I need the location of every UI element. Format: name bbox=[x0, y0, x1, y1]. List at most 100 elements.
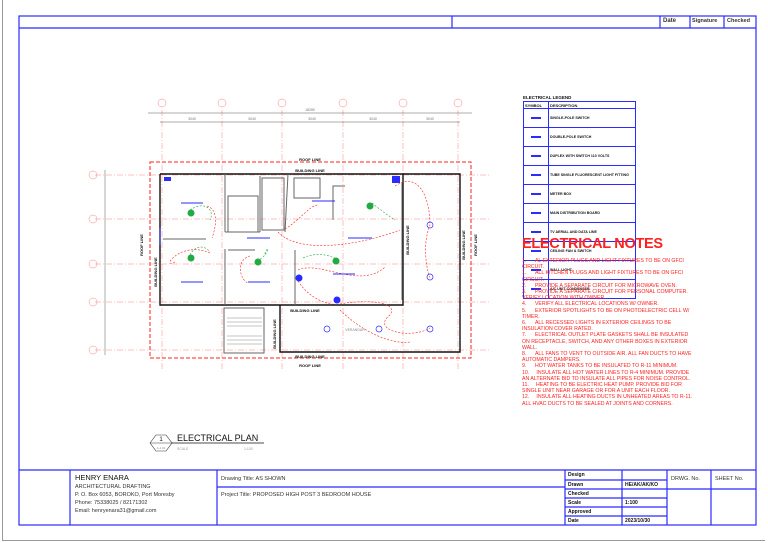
legend-description: TUBE SINGLE FLUORESCENT LIGHT FITTING bbox=[548, 165, 636, 185]
header-date-label: Date bbox=[663, 18, 677, 24]
electrical-legend: ELECTRICAL LEGEND SYMBOL DESCRIPTION SIN… bbox=[523, 95, 636, 299]
header-checked-label: Checked bbox=[727, 18, 750, 24]
interior-walls bbox=[163, 173, 403, 354]
stair-treads bbox=[227, 317, 262, 345]
legend-description: DOUBLE-POLE SWITCH bbox=[548, 127, 636, 147]
double-pole-switch-icon bbox=[523, 127, 549, 147]
legend-description: A/C UNIT CONDENSER bbox=[548, 279, 636, 299]
note-item: 8. ALL FANS TO VENT TO OUTSIDE AIR. ALL … bbox=[522, 351, 692, 364]
legend-description: METER BOX bbox=[548, 184, 636, 204]
fan-wiring bbox=[189, 202, 396, 262]
legend-symbol-header: SYMBOL bbox=[523, 101, 549, 109]
roof-line-label: ROOF LINE bbox=[473, 234, 478, 256]
single-pole-switch-icon bbox=[523, 108, 549, 128]
legend-description: MAIN DISTRIBUTION BOARD bbox=[548, 203, 636, 223]
field-value: 1:100 bbox=[625, 500, 638, 506]
building-line-label: BUILDING LINE bbox=[272, 319, 277, 349]
company-line: Email: henryenara31@gmail.com bbox=[75, 508, 157, 514]
field-label: Scale bbox=[568, 500, 582, 506]
distribution-board bbox=[392, 176, 400, 183]
note-item: 1. ALL KITCHEN PLUGS AND LIGHT FIXTURES … bbox=[522, 270, 683, 283]
note-item: 1. AL EXTERIOR PLUGS AND LIGHT FIXTURES … bbox=[522, 258, 684, 271]
field-label: Design bbox=[568, 472, 585, 478]
legend-row: MAIN DISTRIBUTION BOARD bbox=[523, 203, 636, 223]
legend-row: DOUBLE-POLE SWITCH bbox=[523, 127, 636, 147]
note-item: 7. ELECTRICAL OUTLET PLATE GASKETS SHALL… bbox=[522, 332, 689, 351]
note-item: 3. PROVIDE A SEPARATE CIRCUIT FOR PERSON… bbox=[522, 289, 688, 302]
company-line: Phone: 75338025 / 82171302 bbox=[75, 500, 148, 506]
legend-description-header: DESCRIPTION bbox=[548, 101, 636, 109]
legend-row: TV AERIAL AND DATA LINE bbox=[523, 222, 636, 242]
electrical-notes: 1. AL EXTERIOR PLUGS AND LIGHT FIXTURES … bbox=[522, 258, 694, 407]
drwg-no-label: DRWG. No. bbox=[671, 476, 700, 482]
grid-lines bbox=[95, 110, 490, 370]
field-value: 2023/10/30 bbox=[625, 518, 651, 524]
project-title: Project Title: PROPOSED HIGH POST 3 BEDR… bbox=[221, 492, 372, 498]
note-item: 5. EXTERIOR SPOTLIGHTS TO BE ON PHOTOELE… bbox=[522, 307, 690, 320]
header-signature-label: Signature bbox=[692, 18, 718, 24]
company-name: HENRY ENARA bbox=[75, 473, 129, 482]
dimension-lines bbox=[104, 112, 472, 355]
field-label: Checked bbox=[568, 491, 589, 497]
field-value: HE/AK/AK/KO bbox=[625, 482, 659, 488]
legend-row: METER BOX bbox=[523, 184, 636, 204]
verandah-label: VERANDAH bbox=[345, 328, 365, 332]
building-line-label: BUILDING LINE bbox=[295, 354, 325, 359]
legend-description: DUPLEX WITH SWITCH 110 VOLTS bbox=[548, 146, 636, 166]
scale-value: 1:100 bbox=[244, 447, 253, 451]
plan-tag-sheet: A-1.01 bbox=[157, 446, 166, 450]
legend-row: A/C UNIT CONDENSER bbox=[523, 279, 636, 299]
duplex-outlet-icon bbox=[523, 146, 549, 166]
overall-dimension: 18280 bbox=[305, 108, 315, 112]
plan-title: ELECTRICAL PLAN bbox=[177, 433, 258, 443]
company-line: P. O. Box 6053, BOROKO, Port Moresby bbox=[75, 492, 175, 498]
external-lights bbox=[323, 221, 434, 333]
note-item: 6. ALL RECESSED LIGHTS IN EXTERIOR CEILI… bbox=[522, 320, 672, 333]
bay-dimension: 3040 bbox=[308, 117, 316, 121]
meter-box bbox=[164, 177, 171, 181]
field-label: Approved bbox=[568, 509, 592, 515]
ceiling-fans bbox=[187, 202, 374, 266]
fluorescent-light-icon bbox=[523, 165, 549, 185]
building-line-label: BUILDING LINE bbox=[461, 230, 466, 260]
roof-line-label: ROOF LINE bbox=[299, 363, 321, 368]
bay-dimension: 3040 bbox=[426, 117, 434, 121]
bay-dimension: 3040 bbox=[248, 117, 256, 121]
roof-line-label: ROOF LINE bbox=[299, 157, 321, 162]
distribution-board-icon bbox=[523, 203, 549, 223]
meter-box-icon bbox=[523, 184, 549, 204]
exterior-walls bbox=[159, 173, 461, 353]
roof-line bbox=[149, 161, 472, 359]
building-line-label: BUILDING LINE bbox=[295, 168, 325, 173]
building-line-label: BUILDING LINE bbox=[153, 257, 158, 287]
building-line-label: BUILDING LINE bbox=[290, 308, 320, 313]
field-label: Date bbox=[568, 518, 579, 524]
legend-title: ELECTRICAL LEGEND bbox=[523, 95, 572, 100]
wiring-circuits bbox=[169, 181, 431, 343]
note-item: 9. HOT WATER TANKS TO BE INSULATED TO R-… bbox=[522, 363, 678, 370]
sheet-no-label: SHEET No. bbox=[715, 476, 744, 482]
grid-bubbles bbox=[88, 98, 463, 355]
drawing-title: Drawing Title: AS SHOWN bbox=[221, 476, 286, 482]
plan-tag-number: 1 bbox=[159, 437, 163, 443]
notes-title: ELECTRICAL NOTES bbox=[522, 236, 663, 252]
legend-row: DUPLEX WITH SWITCH 110 VOLTS bbox=[523, 146, 636, 166]
building-line-label: BUILDING LINE bbox=[405, 225, 410, 255]
company-line: ARCHITECTURAL DRAFTING bbox=[75, 484, 151, 490]
note-item: 11. HEATING TO BE ELECTRIC HEAT PUMP. PR… bbox=[522, 382, 682, 395]
wall-lights bbox=[295, 274, 341, 304]
legend-row: SINGLE-POLE SWITCH bbox=[523, 108, 636, 128]
roof-line-label: ROOF LINE bbox=[139, 234, 144, 256]
note-item: 10. INSULATE ALL HOT WATER LINES TO R-4 … bbox=[522, 369, 691, 382]
note-item: 2. PROVIDE A SEPARATE CIRCUIT FOR MICROW… bbox=[522, 282, 677, 289]
note-item: 4. VERIFY ALL ELECTRICAL LOCATIONS W/ OW… bbox=[522, 301, 659, 308]
scale-label: SCALE bbox=[177, 447, 189, 451]
legend-description: SINGLE-POLE SWITCH bbox=[548, 108, 636, 128]
fluorescent-lights bbox=[159, 200, 372, 283]
note-item: 12. INSULATE ALL HEATING DUCTS IN UNHEAT… bbox=[522, 394, 693, 407]
legend-row: TUBE SINGLE FLUORESCENT LIGHT FITTING bbox=[523, 165, 636, 185]
